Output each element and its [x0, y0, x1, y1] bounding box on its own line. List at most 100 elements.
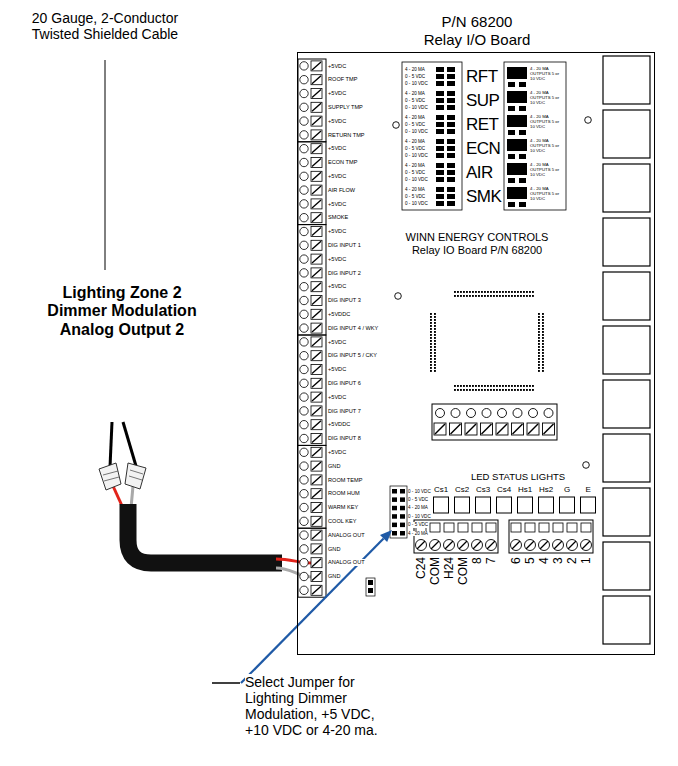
socket-pin	[466, 389, 468, 391]
socket-pin	[508, 295, 510, 297]
jumper-pin	[447, 146, 455, 151]
terminal-hole	[300, 421, 308, 429]
terminal-screw-slot	[513, 424, 523, 434]
led-heading: LED STATUS LIGHTS	[471, 472, 565, 483]
jumper-label: 0 - 5 VDC	[405, 98, 425, 103]
terminal-hole	[300, 490, 308, 498]
socket-pin	[493, 389, 495, 391]
channel-label: AIR	[466, 164, 493, 183]
output-label: 4 - 20 MA OUTPUTS 5 or 10 VDC	[530, 187, 563, 202]
terminal-screw	[311, 268, 322, 278]
terminal-block	[298, 225, 326, 335]
socket-pin	[430, 358, 432, 360]
jumper-label: 0 - 10 VDC	[405, 153, 428, 158]
socket-pin	[430, 355, 432, 357]
jumper-pin	[368, 580, 373, 585]
terminal-screw	[553, 540, 564, 551]
terminal-hole	[300, 89, 308, 97]
jumper-label: 4 - 20 MA	[405, 139, 425, 144]
socket-pin	[434, 337, 436, 339]
terminal-hole	[416, 523, 426, 532]
terminal-block	[298, 528, 326, 597]
socket-pin	[538, 367, 540, 369]
socket-pin	[430, 316, 432, 318]
terminal-screw	[311, 530, 322, 540]
socket-pin	[538, 355, 540, 357]
terminal-hole	[300, 338, 308, 346]
terminal-number: 2	[566, 557, 579, 564]
terminal-screw	[472, 540, 483, 551]
socket-pin	[481, 295, 483, 297]
terminal-label: GND	[328, 463, 340, 469]
terminal-label: ROOM TEMP	[328, 477, 362, 483]
socket-pin	[538, 322, 540, 324]
socket-pin	[487, 389, 489, 391]
wire	[110, 422, 112, 467]
socket-pin	[496, 385, 498, 387]
terminal-screw-slot	[312, 255, 321, 263]
terminal-screw-slot	[497, 424, 507, 434]
jumper-pin	[436, 177, 444, 182]
jumper-pin	[436, 67, 444, 72]
terminal-screw	[481, 423, 493, 435]
socket-pin	[430, 343, 432, 345]
socket-pin	[523, 291, 525, 293]
socket-pin	[532, 385, 534, 387]
terminal-hole	[300, 545, 308, 553]
jumper-label: 0 - 5 VDC	[405, 122, 425, 127]
terminal-hole	[300, 434, 308, 442]
socket-pin	[487, 291, 489, 293]
terminal-number: 4	[538, 557, 551, 564]
terminal-hole	[300, 62, 308, 70]
terminal-hole	[300, 255, 308, 263]
terminal-screw	[311, 254, 322, 264]
terminal-screw	[311, 434, 322, 444]
socket-pin	[434, 316, 436, 318]
output-label: 4 - 20 MA OUTPUTS 5 or 10 VDC	[530, 115, 563, 130]
jumper-pin	[447, 194, 455, 199]
socket-pin	[499, 295, 501, 297]
mounting-hole	[393, 122, 400, 129]
socket-pin	[542, 361, 544, 363]
terminal-screw	[416, 540, 427, 551]
socket-pin	[514, 295, 516, 297]
terminal-number: COM	[457, 557, 470, 585]
terminal-screw-slot	[312, 462, 321, 470]
socket-pin	[460, 291, 462, 293]
socket-pin	[542, 352, 544, 354]
socket-pin	[542, 358, 544, 360]
socket-pin	[542, 319, 544, 321]
terminal-screw-slot	[312, 159, 321, 167]
socket-pin	[434, 331, 436, 333]
jumper-pin	[508, 106, 515, 111]
jumper-shunt	[507, 67, 527, 79]
terminal-screw-slot	[445, 541, 453, 549]
socket-pin	[520, 291, 522, 293]
socket-pin	[508, 291, 510, 293]
socket-pin	[532, 295, 534, 297]
socket-pin	[434, 355, 436, 357]
terminal-screw-slot	[568, 541, 576, 549]
jumper-pin	[436, 105, 444, 110]
socket-pin	[496, 389, 498, 391]
jumper-label: 0 - 10 VDC	[405, 105, 428, 110]
channel-label: RET	[466, 116, 499, 135]
terminal-screw	[311, 61, 322, 71]
socket-pin	[484, 385, 486, 387]
socket-pin	[430, 349, 432, 351]
socket-pin	[517, 295, 519, 297]
terminal-label: DIG INPUT 8	[328, 435, 361, 441]
terminal-hole	[436, 409, 445, 418]
jumper-area	[504, 62, 566, 210]
socket-pin	[542, 337, 544, 339]
terminal-screw-slot	[435, 424, 445, 434]
terminal-label: GND	[328, 546, 340, 552]
terminal-screw	[311, 116, 322, 126]
terminal-hole	[529, 409, 538, 418]
callout-arrow	[241, 539, 384, 683]
terminal-hole	[513, 409, 522, 418]
terminal-screw	[311, 489, 322, 499]
jumper-pin	[392, 514, 397, 519]
terminal-hole	[300, 586, 308, 594]
terminal-label: +5VDC	[328, 145, 346, 151]
